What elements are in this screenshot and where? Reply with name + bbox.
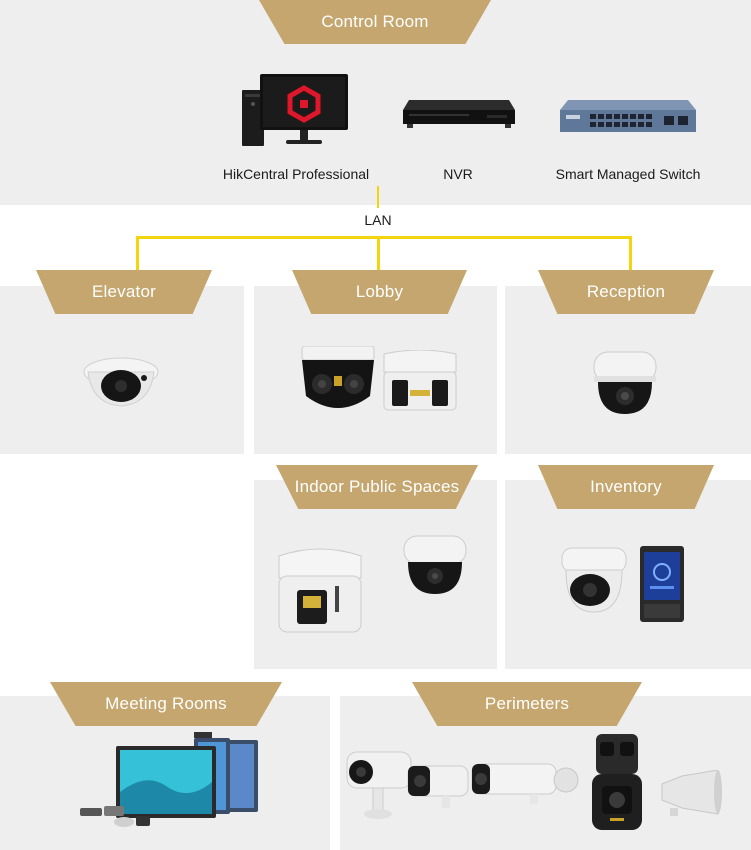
workstation-label: HikCentral Professional: [222, 166, 370, 182]
control-room-title: Control Room: [259, 0, 491, 44]
lan-drop-lobby: [377, 236, 380, 270]
nvr-icon: [403, 98, 515, 132]
indoor-panoramic-camera-icon: [275, 546, 365, 636]
inventory-panel: [505, 480, 751, 669]
bullet-camera-3-icon: [470, 760, 580, 814]
switch-label: Smart Managed Switch: [555, 166, 701, 182]
turret-camera-icon: [558, 546, 630, 614]
nvr-label: NVR: [443, 166, 473, 182]
lan-trunk-line: [136, 236, 632, 239]
inventory-title: Inventory: [538, 465, 714, 509]
lobby-panoramic-camera-2: [382, 350, 458, 414]
lobby-panoramic-camera-1: [300, 346, 376, 416]
meeting-rooms-title: Meeting Rooms: [50, 682, 282, 726]
lan-uplink-line: [377, 186, 379, 208]
access-terminal-icon: [640, 546, 684, 622]
switch-icon: [560, 98, 696, 138]
lan-label: LAN: [364, 212, 392, 228]
reception-title: Reception: [538, 270, 714, 314]
indoor-public-spaces-title: Indoor Public Spaces: [276, 465, 478, 509]
ptz-camera-icon: [590, 734, 644, 830]
reception-dome-camera-icon: [590, 350, 660, 416]
lan-drop-elevator: [136, 236, 139, 270]
bullet-camera-2-icon: [406, 762, 472, 812]
horn-speaker-icon: [660, 770, 724, 818]
bullet-camera-1-icon: [345, 748, 417, 820]
perimeters-title: Perimeters: [412, 682, 642, 726]
mini-dome-camera-icon: [82, 350, 160, 410]
workstation-icon: [238, 74, 350, 148]
indoor-dome-camera-icon: [402, 534, 468, 596]
interactive-display-icon: [76, 732, 260, 830]
elevator-title: Elevator: [36, 270, 212, 314]
lobby-title: Lobby: [292, 270, 467, 314]
lan-drop-reception: [629, 236, 632, 270]
